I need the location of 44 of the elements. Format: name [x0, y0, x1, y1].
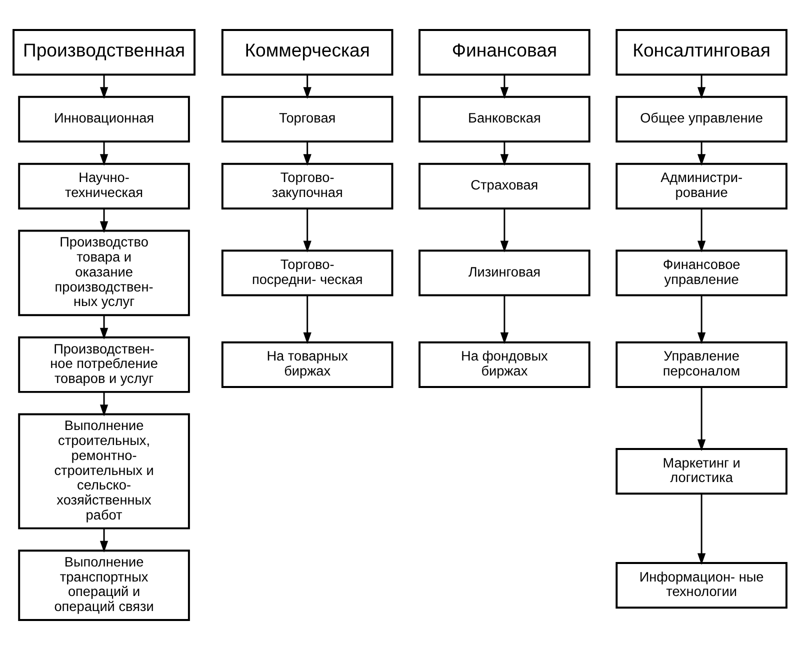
node-box: Производствен- ное потребление товаров и услуг	[18, 336, 190, 393]
arrow	[100, 208, 108, 233]
arrow	[500, 74, 509, 99]
node-box: Научно- техническая	[18, 162, 190, 210]
arrow	[303, 295, 312, 344]
node-box: Лизинговая	[418, 250, 590, 296]
node-box: Маркетинг и логистика	[616, 448, 788, 495]
node-box: На товарных биржах	[221, 341, 394, 388]
arrow	[100, 392, 108, 416]
node-box: Производство товара и оказание производствен- ных услуг	[18, 230, 190, 316]
arrow	[100, 315, 108, 340]
arrow	[303, 208, 312, 252]
node-box: Администри- рование	[616, 162, 788, 210]
node-box: Торгово- закупочная	[221, 162, 394, 210]
arrow	[697, 494, 706, 565]
node-box: Банковская	[418, 96, 590, 143]
node-box: Торгово- посредни- ческая	[221, 250, 394, 296]
arrow	[303, 74, 312, 99]
arrow	[500, 295, 509, 344]
arrow	[697, 208, 706, 252]
node-box: Информацион- ные технологии	[616, 562, 788, 609]
node-box: Инновационная	[18, 96, 190, 143]
node-box: Общее управление	[616, 96, 788, 143]
node-box: На фондовых биржах	[418, 341, 590, 388]
node-box: Выполнение транспортных операций и операций связи	[18, 550, 190, 622]
arrow	[303, 142, 312, 166]
node-box: Торговая	[221, 96, 394, 143]
node-box: Производственная	[12, 28, 196, 76]
node-box: Финансовая	[418, 28, 590, 76]
arrow	[100, 142, 108, 166]
node-box: Управление персоналом	[616, 341, 788, 388]
arrow	[697, 387, 706, 452]
arrow	[697, 74, 706, 99]
arrow	[100, 74, 108, 99]
arrow	[697, 142, 706, 166]
arrow	[500, 208, 509, 252]
node-box: Страховая	[418, 162, 590, 210]
node-box: Коммерческая	[221, 28, 394, 76]
arrow	[100, 528, 108, 552]
arrow	[500, 142, 509, 166]
arrow	[697, 295, 706, 344]
node-box: Финансовое управление	[616, 250, 788, 296]
node-box: Консалтинговая	[616, 28, 788, 76]
node-box: Выполнение строительных, ремонтно- строительных и сельско- хозяйственных работ	[18, 413, 190, 530]
